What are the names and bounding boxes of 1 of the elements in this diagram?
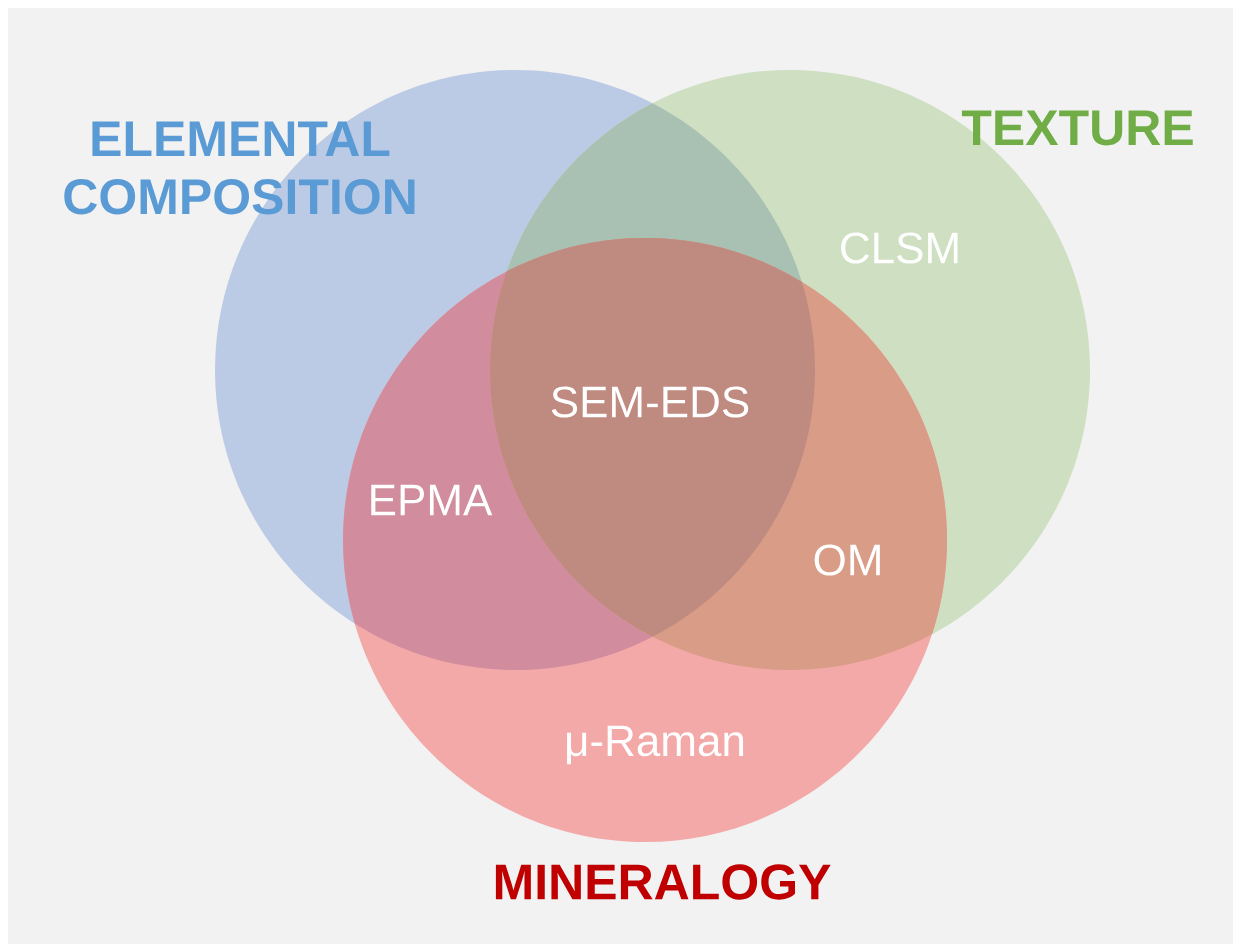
circle-heading: MINERALOGY [495, 864, 831, 900]
